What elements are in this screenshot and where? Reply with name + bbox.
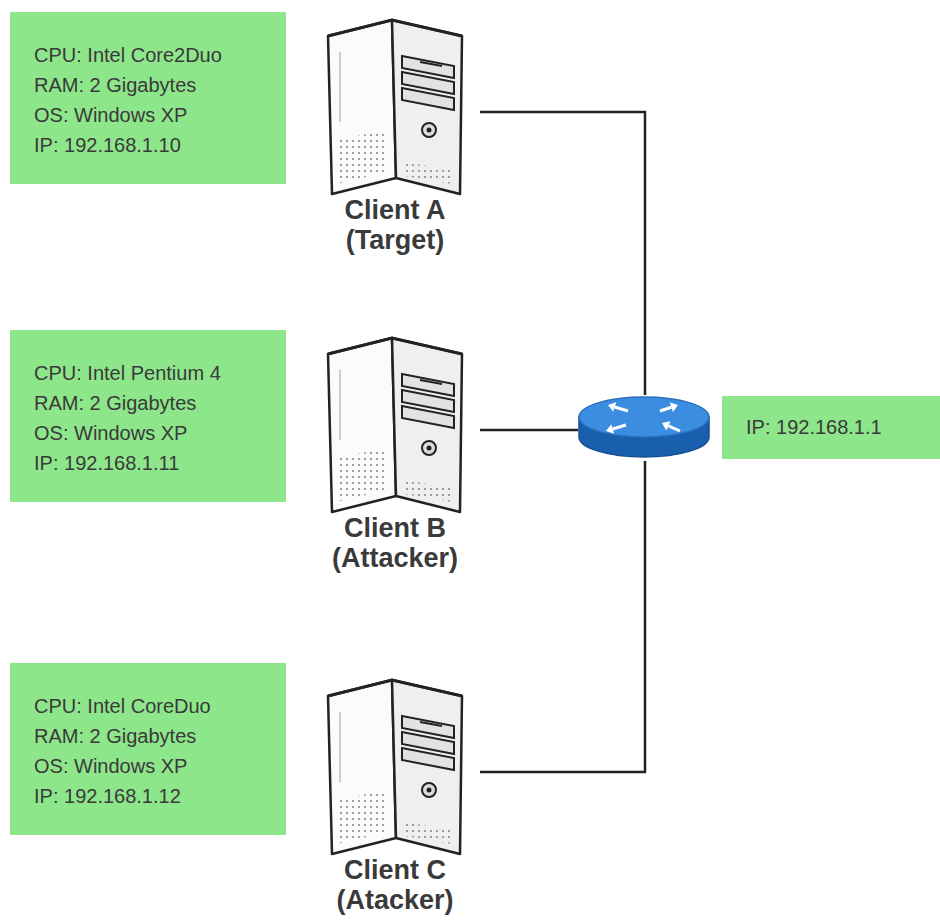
spec-line: OS: Windows XP: [34, 751, 266, 781]
computer-icon: [320, 12, 470, 197]
network-cable: [480, 112, 645, 395]
spec-line: RAM: 2 Gigabytes: [34, 721, 266, 751]
spec-line: OS: Windows XP: [34, 100, 266, 130]
network-cable: [480, 429, 578, 432]
spec-line: RAM: 2 Gigabytes: [34, 70, 266, 100]
spec-line: IP: 192.168.1.10: [34, 130, 266, 160]
client-label: Client B (Attacker): [310, 513, 480, 573]
spec-box: CPU: Intel Core2DuoRAM: 2 GigabytesOS: W…: [10, 12, 286, 184]
client-label: Client A (Target): [310, 195, 480, 255]
spec-box: CPU: Intel Pentium 4RAM: 2 GigabytesOS: …: [10, 330, 286, 502]
spec-line: IP: 192.168.1.11: [34, 448, 266, 478]
spec-line: CPU: Intel Pentium 4: [34, 358, 266, 388]
spec-line: IP: 192.168.1.12: [34, 781, 266, 811]
network-cable: [480, 461, 645, 772]
ip-box: IP: 192.168.1.1: [722, 396, 940, 459]
spec-line: CPU: Intel CoreDuo: [34, 691, 266, 721]
router: IP: 192.168.1.1: [578, 395, 940, 461]
router-icon: [578, 395, 710, 461]
spec-line: OS: Windows XP: [34, 418, 266, 448]
computer-icon: [320, 330, 470, 515]
computer-icon: [320, 672, 470, 857]
ip-label: IP: 192.168.1.1: [746, 416, 882, 439]
client-label: Client C (Atacker): [310, 855, 480, 915]
spec-box: CPU: Intel CoreDuoRAM: 2 GigabytesOS: Wi…: [10, 663, 286, 835]
client-computer: Client C (Atacker): [310, 672, 480, 915]
client-computer: Client A (Target): [310, 12, 480, 255]
spec-line: CPU: Intel Core2Duo: [34, 40, 266, 70]
spec-line: RAM: 2 Gigabytes: [34, 388, 266, 418]
client-computer: Client B (Attacker): [310, 330, 480, 573]
